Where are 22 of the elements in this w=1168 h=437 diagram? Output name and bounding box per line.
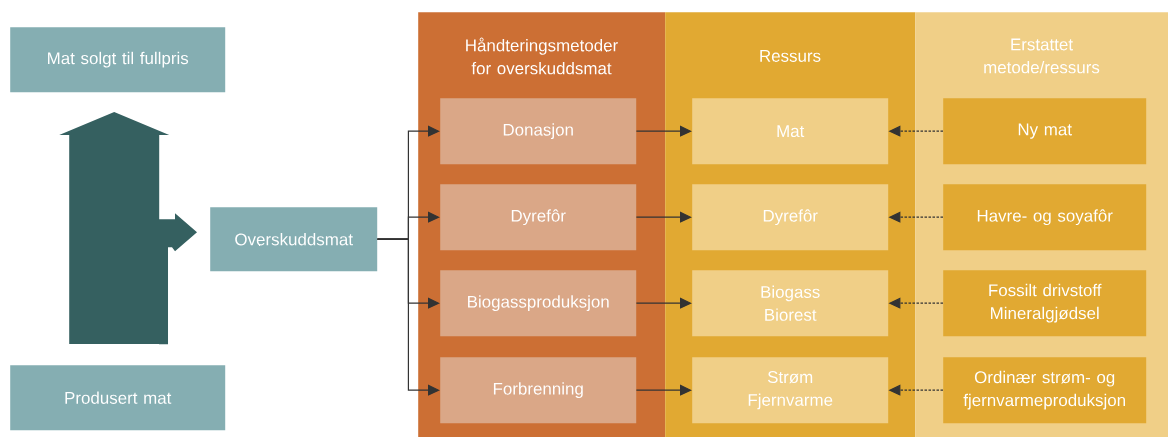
process-box: Ordinær strøm- og fjernvarmeproduksjon: [943, 357, 1147, 424]
process-box: Strøm Fjernvarme: [692, 357, 889, 424]
process-box: Havre- og soyafôr: [943, 184, 1147, 251]
block-arrow: [59, 112, 170, 344]
arrow: [635, 211, 692, 223]
process-box: Overskuddsmat: [210, 207, 378, 272]
process-box: Ny mat: [943, 98, 1147, 165]
process-box: Mat solgt til fullpris: [10, 27, 226, 93]
arrow: [376, 238, 440, 396]
process-box: Dyrefôr: [440, 184, 637, 251]
process-box: Forbrenning: [440, 357, 637, 424]
process-box: Biogassproduksjon: [440, 270, 637, 337]
arrow: [635, 125, 692, 137]
arrow: [635, 297, 692, 309]
arrow: [635, 384, 692, 396]
process-box: Fossilt drivstoff Mineralgjødsel: [943, 270, 1147, 337]
process-box: Mat: [692, 98, 889, 165]
process-box: Donasjon: [440, 98, 637, 165]
process-box: Biogass Biorest: [692, 270, 889, 337]
process-box: Produsert mat: [10, 365, 226, 431]
block-arrow: [159, 213, 197, 345]
process-box: Dyrefôr: [692, 184, 889, 251]
